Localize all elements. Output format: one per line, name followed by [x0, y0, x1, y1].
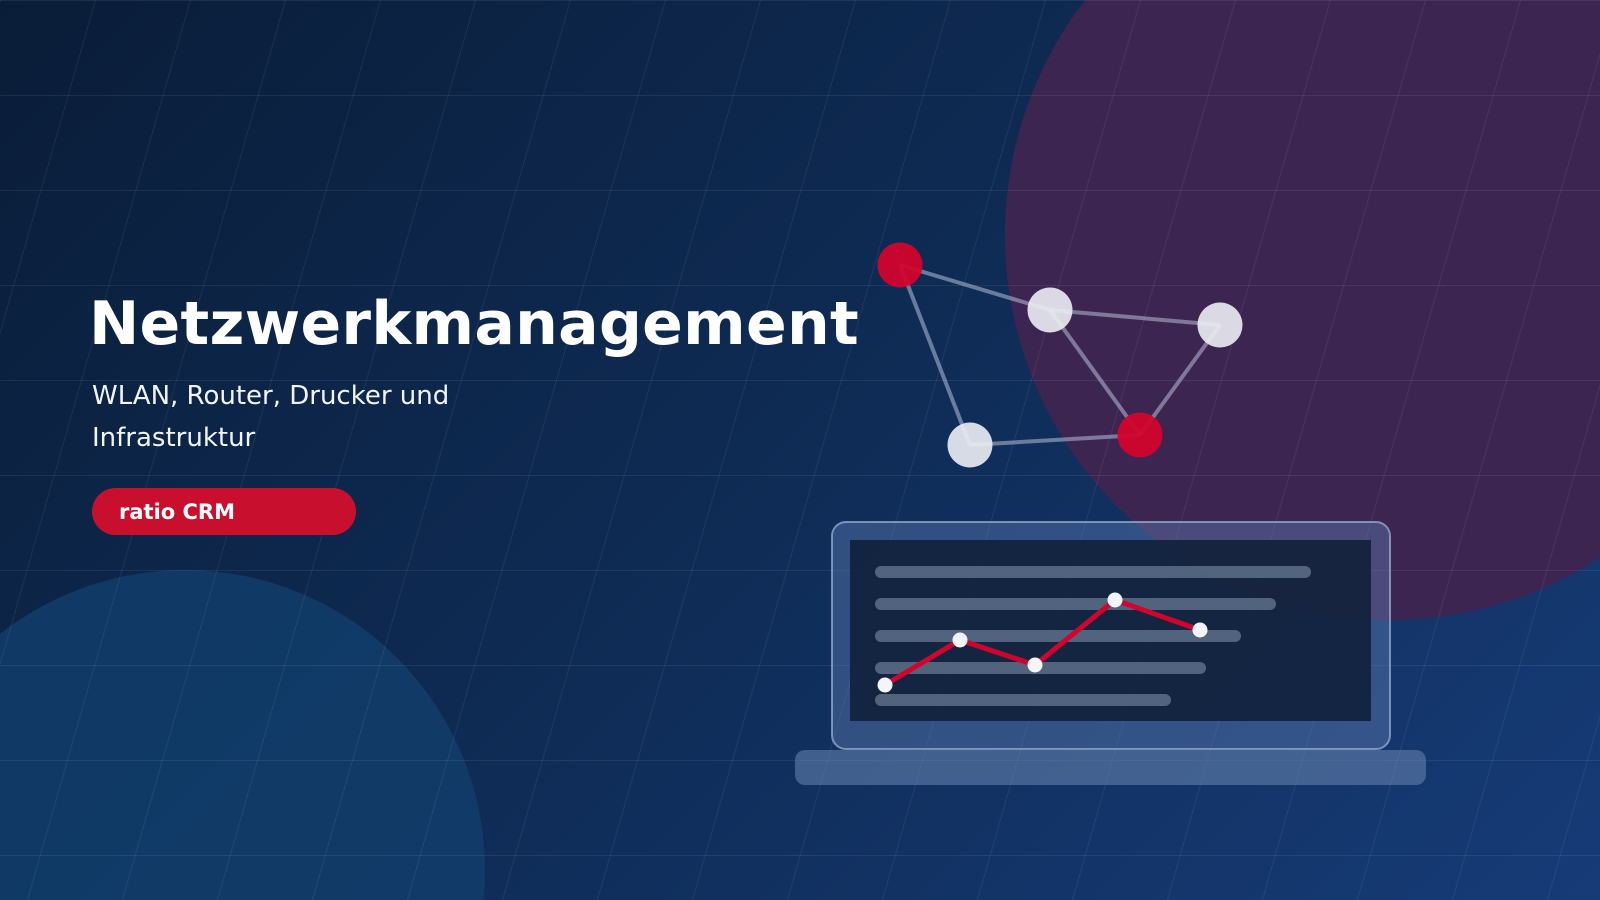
laptop-base	[795, 750, 1426, 785]
network-links	[898, 263, 1222, 447]
network-node-white	[1027, 287, 1073, 333]
network-node-red	[877, 242, 923, 288]
brand-badge: ratio CRM	[92, 488, 356, 535]
chart-points	[877, 592, 1208, 693]
network-node-red	[1117, 412, 1163, 458]
network-node-white	[1197, 302, 1243, 348]
page-subtitle: WLAN, Router, Drucker und Infrastruktur	[92, 381, 450, 453]
brand-badge-label: ratio CRM	[119, 499, 235, 524]
page-title: Netzwerkmanagement	[89, 289, 859, 359]
network-node-white	[947, 422, 993, 468]
